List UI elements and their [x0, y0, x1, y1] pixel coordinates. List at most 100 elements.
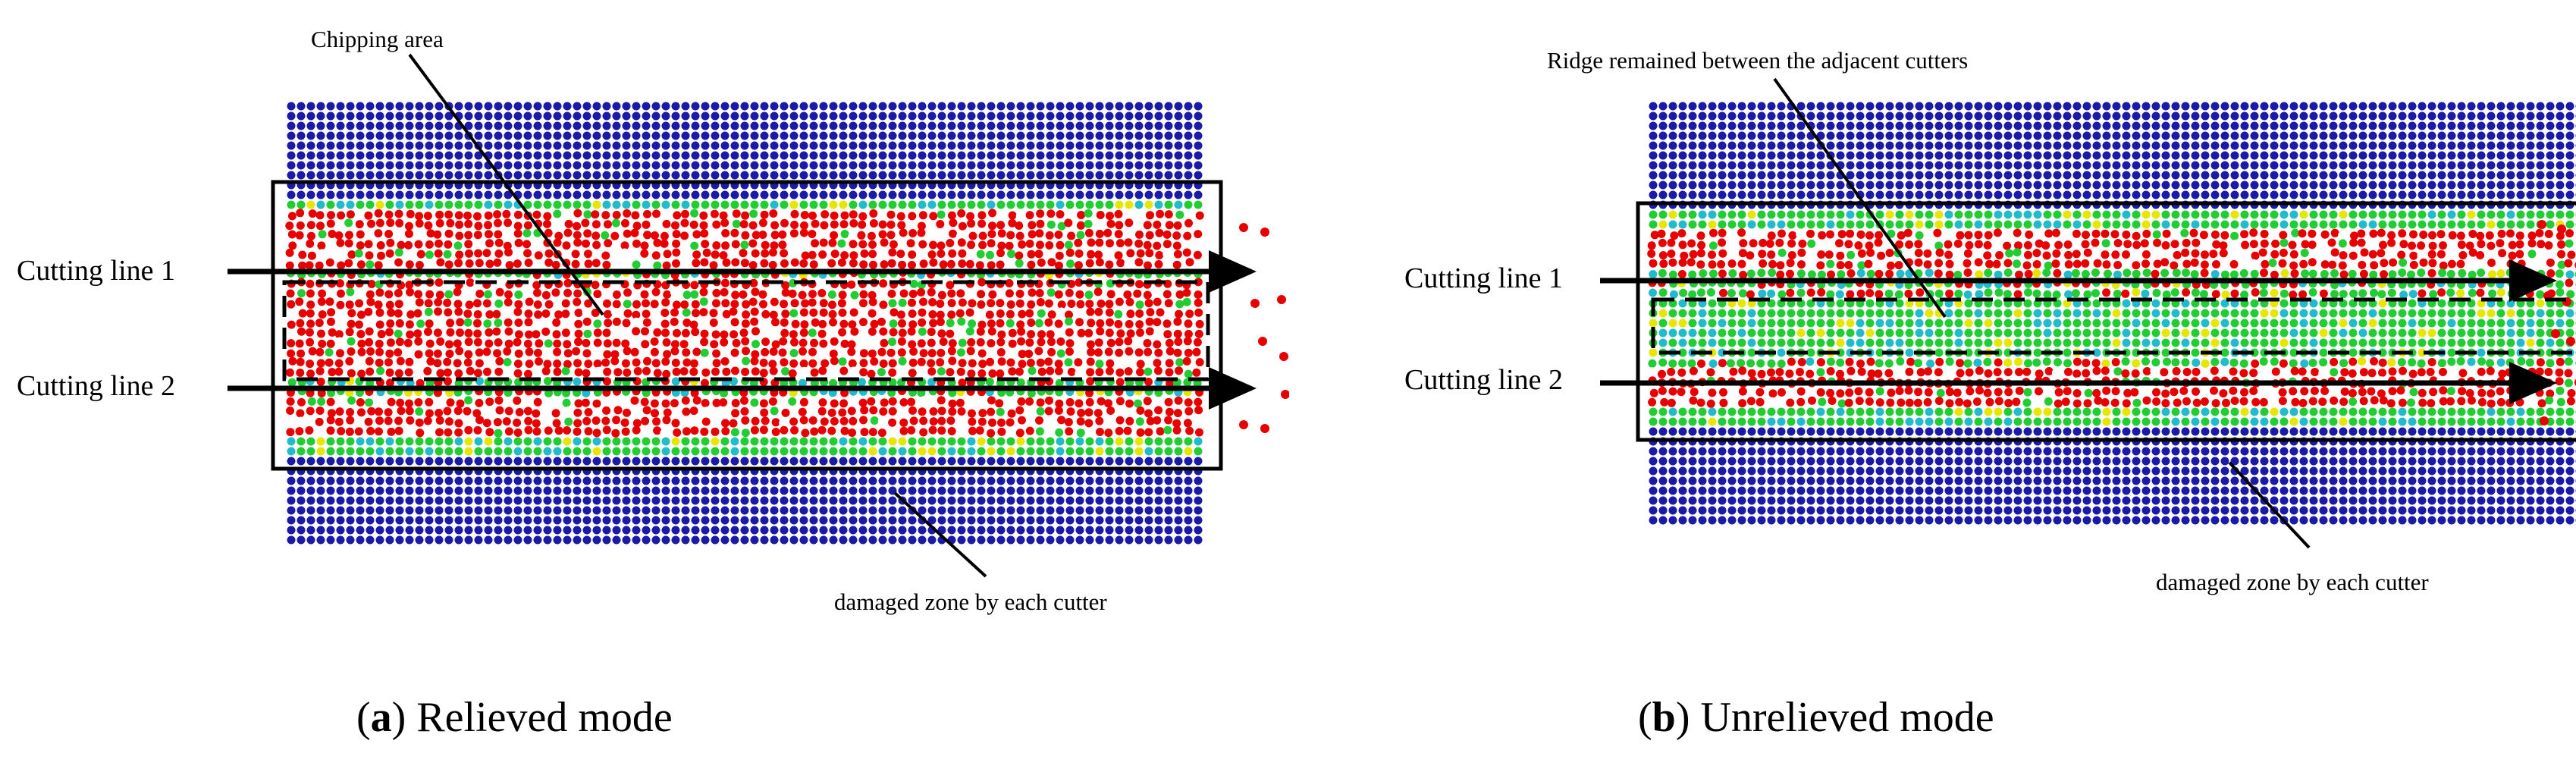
- particle: [977, 211, 987, 220]
- particle: [1856, 171, 1865, 180]
- particle: [2329, 102, 2338, 111]
- particle: [957, 535, 966, 545]
- particle: [956, 289, 965, 298]
- particle: [1075, 190, 1084, 199]
- particle: [317, 429, 325, 438]
- particle: [987, 299, 996, 308]
- particle: [2043, 131, 2052, 140]
- particle: [532, 368, 541, 377]
- particle: [295, 339, 304, 348]
- particle: [770, 200, 779, 209]
- particle: [346, 121, 355, 130]
- particle: [809, 102, 818, 111]
- particle: [701, 516, 710, 525]
- particle: [1115, 239, 1125, 248]
- particle: [996, 249, 1005, 258]
- particle: [908, 516, 917, 525]
- particle: [328, 368, 337, 377]
- particle: [2526, 102, 2535, 111]
- particle: [425, 496, 434, 505]
- particle: [582, 486, 591, 495]
- particle: [691, 418, 700, 426]
- particle: [316, 516, 325, 525]
- particle: [1767, 102, 1776, 111]
- particle: [395, 200, 404, 209]
- particle: [346, 416, 355, 425]
- particle: [937, 367, 946, 376]
- particle: [760, 171, 769, 180]
- particle: [464, 526, 473, 535]
- particle: [2072, 131, 2082, 140]
- particle: [837, 258, 846, 267]
- particle: [385, 349, 394, 358]
- particle: [307, 397, 316, 406]
- particle: [988, 221, 996, 231]
- particle: [523, 457, 532, 466]
- particle: [288, 241, 297, 250]
- particle: [858, 151, 868, 160]
- particle: [1164, 397, 1173, 407]
- particle: [671, 131, 680, 140]
- particle: [405, 260, 414, 269]
- particle: [1994, 131, 2003, 140]
- particle: [730, 447, 739, 456]
- particle: [2043, 151, 2052, 160]
- particle: [661, 399, 670, 408]
- particle: [356, 131, 365, 140]
- particle: [503, 241, 512, 250]
- particle: [2230, 131, 2239, 140]
- particle: [563, 496, 572, 505]
- particle: [2161, 111, 2170, 121]
- particle: [849, 240, 858, 249]
- particle: [760, 161, 769, 170]
- particle: [927, 141, 937, 150]
- particle: [525, 347, 534, 356]
- particle: [475, 398, 484, 407]
- particle: [839, 319, 849, 328]
- particle: [1125, 486, 1134, 495]
- particle: [691, 447, 700, 456]
- particle: [1036, 476, 1045, 485]
- particle: [750, 151, 759, 160]
- particle: [594, 366, 603, 375]
- particle: [789, 417, 799, 426]
- particle: [987, 102, 996, 111]
- particle: [1836, 111, 1845, 121]
- particle: [760, 102, 769, 111]
- particle: [760, 121, 769, 130]
- particle: [2092, 141, 2101, 150]
- particle: [1757, 111, 1766, 121]
- particle: [317, 297, 326, 306]
- particle: [829, 476, 838, 485]
- particle: [1134, 151, 1144, 160]
- particle: [474, 447, 483, 456]
- particle: [671, 535, 680, 545]
- particle: [1184, 329, 1193, 338]
- particle: [710, 340, 719, 349]
- particle: [1806, 102, 1815, 111]
- particle: [375, 416, 384, 425]
- particle: [927, 496, 937, 505]
- particle: [780, 249, 789, 258]
- particle: [404, 429, 413, 438]
- particle: [671, 151, 680, 160]
- particle: [642, 486, 651, 495]
- particle: [1027, 260, 1036, 269]
- particle: [2210, 141, 2220, 150]
- particle: [425, 131, 434, 140]
- particle: [632, 111, 641, 121]
- particle: [918, 506, 927, 515]
- particle: [612, 447, 621, 456]
- particle: [2033, 131, 2042, 140]
- particle: [1006, 476, 1015, 485]
- particle: [849, 437, 858, 446]
- particle: [1194, 121, 1203, 130]
- particle: [1806, 141, 1815, 150]
- particle: [1944, 171, 1953, 180]
- particle: [326, 437, 335, 446]
- particle: [582, 506, 591, 515]
- particle: [504, 111, 513, 121]
- particle: [1115, 141, 1124, 150]
- particle: [740, 240, 749, 250]
- particle: [771, 318, 780, 327]
